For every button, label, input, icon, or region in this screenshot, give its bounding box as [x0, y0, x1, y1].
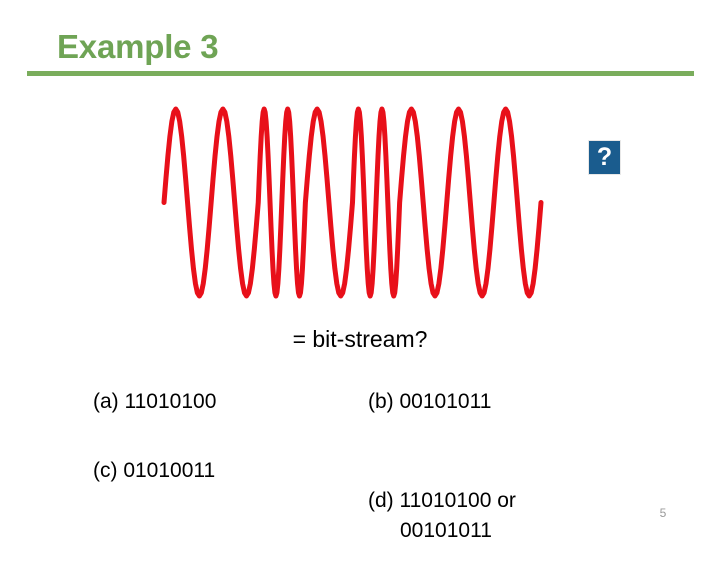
- slide-canvas: Example 3 ? = bit-stream? (a) 11010100 (…: [27, 28, 694, 542]
- page-title: Example 3: [57, 28, 219, 65]
- answer-option-d[interactable]: (d) 11010100 or 00101011: [368, 456, 516, 576]
- fsk-waveform-figure: [160, 105, 545, 300]
- question-badge: ?: [588, 140, 621, 175]
- page-number: 5: [659, 506, 667, 520]
- answer-option-d-line2: 00101011: [400, 519, 492, 542]
- answer-option-a[interactable]: (a) 11010100: [93, 390, 217, 413]
- answer-option-b[interactable]: (b) 00101011: [368, 390, 492, 413]
- answer-option-c[interactable]: (c) 01010011: [93, 459, 216, 482]
- waveform-trace: [161, 106, 544, 299]
- waveform-svg: [161, 106, 544, 299]
- title-divider: [27, 71, 694, 76]
- answer-option-d-line1: (d) 11010100 or: [368, 489, 516, 512]
- bitstream-caption: = bit-stream?: [292, 326, 428, 352]
- question-mark-icon: ?: [596, 143, 613, 171]
